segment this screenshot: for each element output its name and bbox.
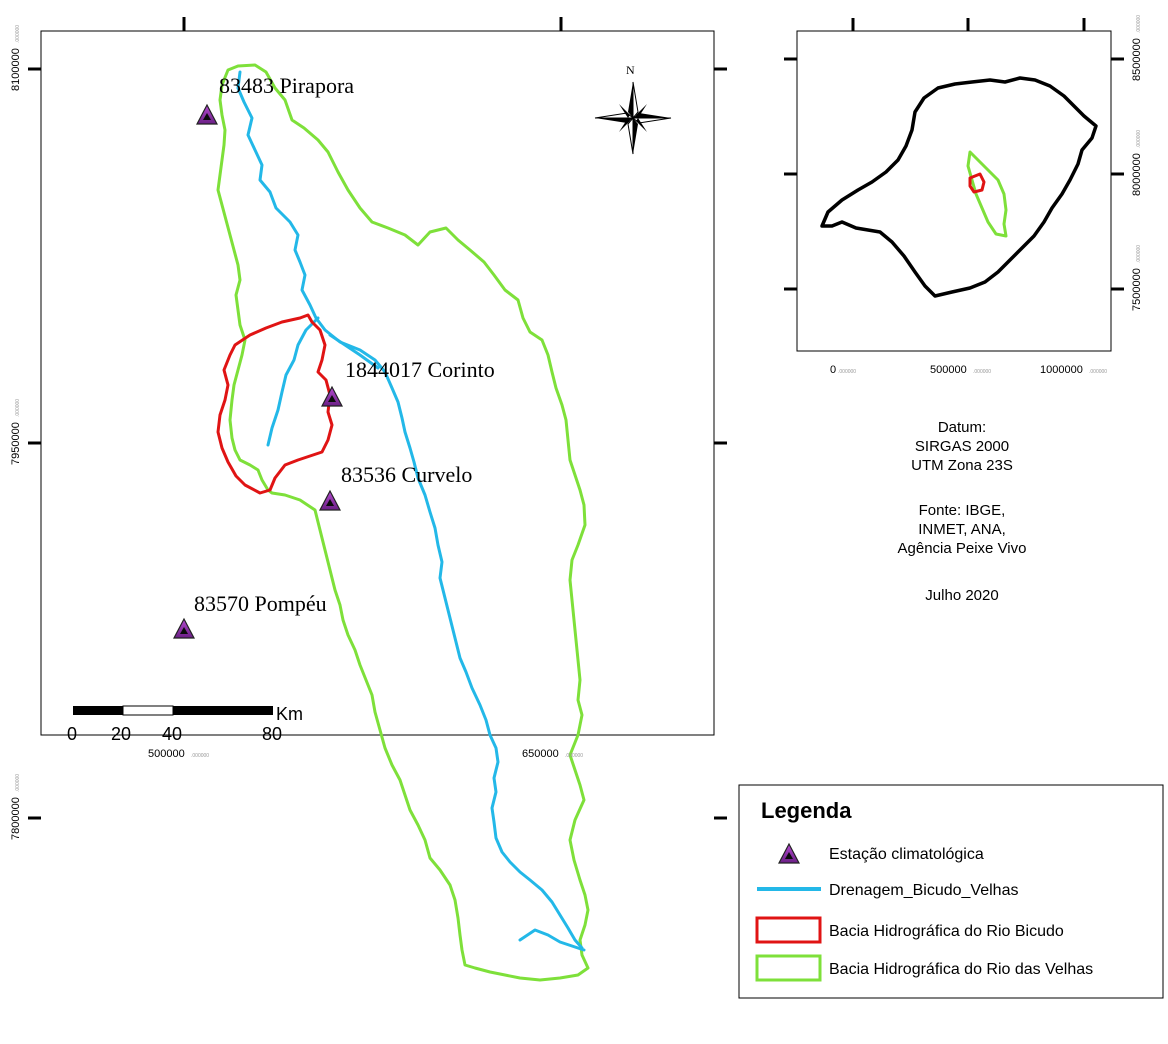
legend-title: Legenda bbox=[761, 798, 852, 823]
station-core-icon bbox=[326, 499, 334, 506]
north-arrow-icon bbox=[594, 81, 672, 155]
scale-label-80: 80 bbox=[262, 724, 282, 744]
y-tick-7950000: 7950000 bbox=[10, 422, 22, 465]
inset-y-tick-7500000: 7500000 bbox=[1131, 268, 1143, 311]
legend-bicudo-symbol bbox=[755, 916, 822, 944]
scale-bar-unit: Km bbox=[276, 704, 303, 724]
info-datum-value: SIRGAS 2000 bbox=[915, 438, 1009, 455]
inset-map-ticks bbox=[784, 18, 1124, 291]
info-source-3: Agência Peixe Vivo bbox=[898, 540, 1027, 557]
x-tick-500000: 500000 bbox=[148, 748, 185, 760]
inset-velhas-basin bbox=[966, 150, 1008, 238]
inset-y-tick-8500000-suffix: .000000 bbox=[1136, 15, 1142, 33]
station-core-icon bbox=[180, 627, 188, 634]
station-pirapora[interactable] bbox=[196, 103, 218, 125]
y-tick-8100000: 8100000 bbox=[10, 48, 22, 91]
drainage-branch-west bbox=[266, 316, 320, 447]
station-curvelo[interactable] bbox=[319, 489, 341, 511]
info-zone: UTM Zona 23S bbox=[911, 457, 1013, 474]
velhas-basin-outline bbox=[216, 63, 590, 982]
inset-y-tick-7500000-suffix: .000000 bbox=[1136, 245, 1142, 263]
north-label: N bbox=[626, 63, 635, 77]
y-tick-7800000-suffix: .000000 bbox=[15, 774, 21, 792]
station-label-curvelo: 83536 Curvelo bbox=[341, 462, 472, 487]
y-tick-8100000-suffix: .000000 bbox=[15, 25, 21, 43]
info-date: Julho 2020 bbox=[925, 587, 998, 604]
info-datum-label: Datum: bbox=[938, 419, 986, 436]
inset-x-tick-1000000: 1000000 bbox=[1040, 364, 1083, 376]
legend-label-station: Estação climatológica bbox=[829, 846, 984, 863]
x-tick-650000-suffix: .000000 bbox=[565, 753, 583, 759]
station-core-icon bbox=[328, 395, 336, 402]
drainage-branch-south bbox=[518, 928, 586, 952]
inset-y-tick-8000000-suffix: .000000 bbox=[1136, 130, 1142, 148]
legend-label-velhas: Bacia Hidrográfica do Rio das Velhas bbox=[829, 961, 1093, 978]
x-tick-500000-suffix: .000000 bbox=[191, 753, 209, 759]
station-pompeu[interactable] bbox=[173, 617, 195, 639]
station-label-pompeu: 83570 Pompéu bbox=[194, 591, 327, 616]
scale-label-20: 20 bbox=[111, 724, 131, 744]
legend-label-drainage: Drenagem_Bicudo_Velhas bbox=[829, 882, 1018, 899]
inset-x-tick-500000-suffix: .000000 bbox=[973, 369, 991, 375]
station-corinto[interactable] bbox=[321, 385, 343, 407]
x-tick-650000: 650000 bbox=[522, 748, 559, 760]
legend-velhas-symbol bbox=[755, 954, 822, 982]
scale-bar bbox=[73, 705, 273, 716]
info-source-2: INMET, ANA, bbox=[918, 521, 1006, 538]
inset-bicudo-basin bbox=[968, 172, 986, 194]
inset-x-tick-0-suffix: .000000 bbox=[838, 369, 856, 375]
state-outline bbox=[820, 76, 1098, 298]
y-tick-7800000: 7800000 bbox=[10, 797, 22, 840]
inset-y-tick-8500000: 8500000 bbox=[1131, 38, 1143, 81]
legend-label-bicudo: Bacia Hidrográfica do Rio Bicudo bbox=[829, 923, 1064, 940]
scale-label-0: 0 bbox=[67, 724, 77, 744]
drainage-main bbox=[236, 70, 584, 950]
inset-x-tick-0: 0 bbox=[830, 364, 836, 376]
y-tick-7950000-suffix: .000000 bbox=[15, 399, 21, 417]
drainage-branch-east bbox=[328, 333, 380, 370]
legend-station-symbol bbox=[778, 842, 800, 864]
inset-x-tick-500000: 500000 bbox=[930, 364, 967, 376]
station-label-pirapora: 83483 Pirapora bbox=[219, 73, 354, 98]
inset-x-tick-1000000-suffix: .000000 bbox=[1089, 369, 1107, 375]
scale-label-40: 40 bbox=[162, 724, 182, 744]
main-map-frame bbox=[40, 30, 715, 736]
station-core-icon bbox=[203, 113, 211, 120]
info-source-1: Fonte: IBGE, bbox=[919, 502, 1006, 519]
station-core-icon bbox=[785, 852, 793, 859]
inset-y-tick-8000000: 8000000 bbox=[1131, 153, 1143, 196]
station-label-corinto: 1844017 Corinto bbox=[345, 357, 495, 382]
main-map-ticks bbox=[28, 17, 727, 820]
bicudo-basin-outline bbox=[216, 313, 334, 495]
